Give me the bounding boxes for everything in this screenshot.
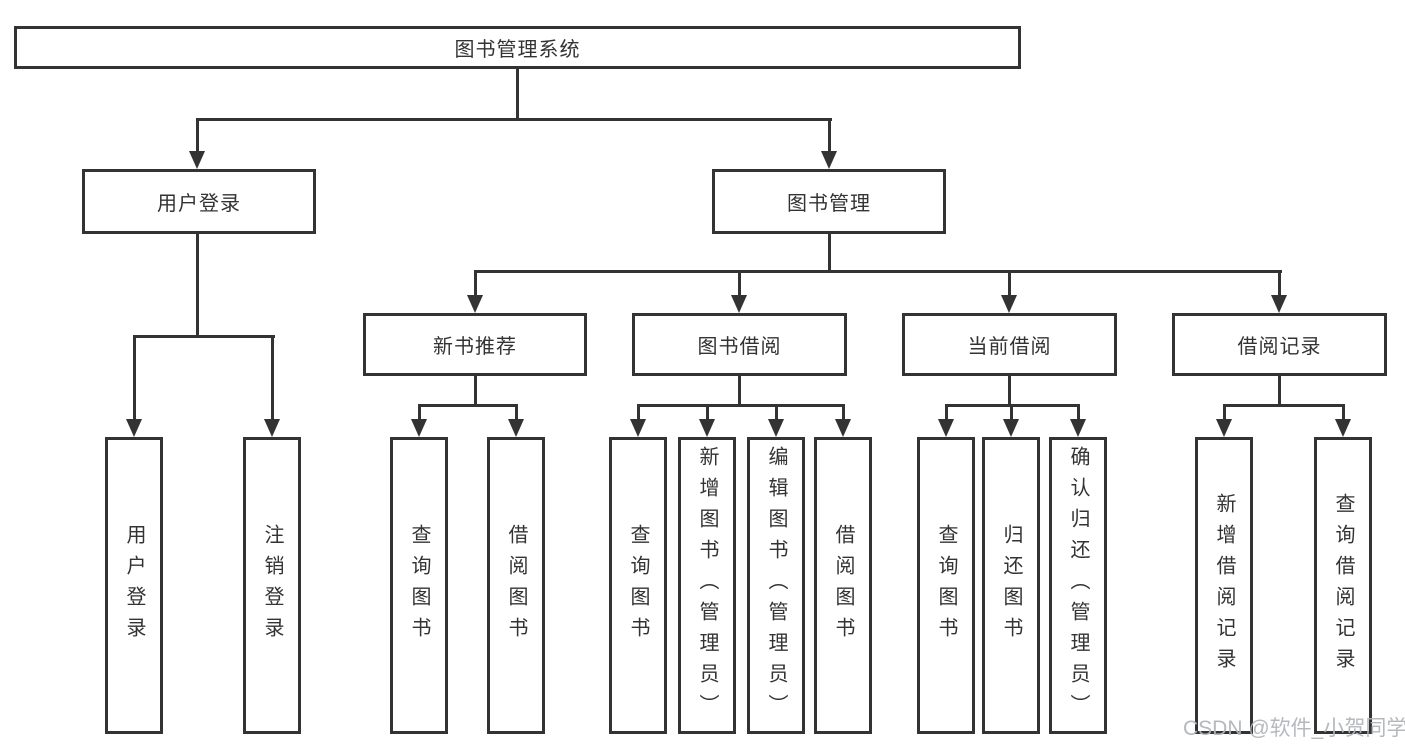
connector-leaf-drop bbox=[515, 404, 518, 422]
connector-l3-drop bbox=[1008, 270, 1011, 298]
arrowhead-down-icon bbox=[821, 151, 837, 169]
leaf-cb-query-books-label: 查询图书 bbox=[935, 523, 957, 648]
connector-book-mgmt-drop bbox=[828, 118, 831, 153]
node-user-login-label: 用户登录 bbox=[157, 193, 241, 215]
node-current-borrowing: 当前借阅 bbox=[902, 313, 1117, 376]
arrowhead-down-icon bbox=[938, 419, 954, 437]
node-new-book-recommendation: 新书推荐 bbox=[363, 313, 587, 376]
arrowhead-down-icon bbox=[508, 419, 524, 437]
leaf-br-query-record-label: 查询借阅记录 bbox=[1332, 492, 1354, 679]
arrowhead-down-icon bbox=[467, 295, 483, 313]
arrowhead-down-icon bbox=[835, 419, 851, 437]
leaf-cb-query-books: 查询图书 bbox=[917, 437, 975, 734]
leaf-user-login: 用户登录 bbox=[105, 437, 163, 734]
arrowhead-down-icon bbox=[1271, 295, 1287, 313]
leaf-cb-confirm-return-admin: 确认归还（管理员） bbox=[1049, 437, 1107, 734]
node-book-management-label: 图书管理 bbox=[787, 193, 871, 215]
leaf-bb-add-book-admin: 新增图书（管理员） bbox=[678, 437, 736, 734]
leaf-bb-borrow-books-label: 借阅图书 bbox=[832, 523, 854, 648]
connector-bb-branch bbox=[637, 404, 845, 407]
arrowhead-down-icon bbox=[1216, 419, 1232, 437]
leaf-cb-confirm-return-admin-label: 确认归还（管理员） bbox=[1067, 446, 1089, 725]
connector-user-login-stem bbox=[196, 233, 199, 338]
leaf-bb-add-book-admin-label: 新增图书（管理员） bbox=[696, 446, 718, 725]
connector-leaf-drop bbox=[1010, 404, 1013, 422]
arrowhead-down-icon bbox=[1001, 295, 1017, 313]
connector-user-login-drop bbox=[196, 118, 199, 153]
connector-br-stem bbox=[1278, 375, 1281, 407]
arrowhead-down-icon bbox=[768, 419, 784, 437]
connector-l3-drop bbox=[738, 270, 741, 298]
leaf-bb-edit-book-admin-label: 编辑图书（管理员） bbox=[765, 446, 787, 725]
leaf-logout: 注销登录 bbox=[243, 437, 301, 734]
csdn-watermark: CSDN @软件_小贺同学 bbox=[1183, 717, 1405, 740]
connector-nbr-stem bbox=[474, 375, 477, 407]
connector-leaf-drop bbox=[775, 404, 778, 422]
leaf-bb-borrow-books: 借阅图书 bbox=[814, 437, 872, 734]
connector-leaf-drop bbox=[1077, 404, 1080, 422]
leaf-nbr-query-books: 查询图书 bbox=[390, 437, 448, 734]
leaf-cb-return-books-label: 归还图书 bbox=[1000, 523, 1022, 648]
connector-leaf-drop bbox=[637, 404, 640, 422]
connector-leaf-drop bbox=[271, 335, 274, 421]
node-root: 图书管理系统 bbox=[14, 26, 1021, 69]
connector-root-branch bbox=[196, 118, 832, 121]
connector-cb-stem bbox=[1008, 375, 1011, 407]
leaf-bb-query-books: 查询图书 bbox=[609, 437, 667, 734]
leaf-nbr-borrow-books: 借阅图书 bbox=[487, 437, 545, 734]
arrowhead-down-icon bbox=[189, 151, 205, 169]
connector-leaf-drop bbox=[842, 404, 845, 422]
arrowhead-down-icon bbox=[699, 419, 715, 437]
node-book-borrowing-label: 图书借阅 bbox=[697, 336, 782, 358]
arrowhead-down-icon bbox=[1070, 419, 1086, 437]
connector-l3-drop bbox=[1278, 270, 1281, 298]
leaf-br-query-record: 查询借阅记录 bbox=[1314, 437, 1372, 734]
connector-root-stem bbox=[516, 68, 519, 121]
node-root-label: 图书管理系统 bbox=[454, 39, 581, 61]
node-current-borrowing-label: 当前借阅 bbox=[967, 336, 1052, 358]
arrowhead-down-icon bbox=[411, 419, 427, 437]
leaf-nbr-borrow-books-label: 借阅图书 bbox=[505, 523, 527, 648]
leaf-logout-label: 注销登录 bbox=[261, 523, 283, 648]
leaf-br-add-record: 新增借阅记录 bbox=[1195, 437, 1253, 734]
node-user-login: 用户登录 bbox=[82, 169, 316, 234]
leaf-bb-edit-book-admin: 编辑图书（管理员） bbox=[747, 437, 805, 734]
arrowhead-down-icon bbox=[731, 295, 747, 313]
leaf-nbr-query-books-label: 查询图书 bbox=[408, 523, 430, 648]
arrowhead-down-icon bbox=[264, 419, 280, 437]
leaf-bb-query-books-label: 查询图书 bbox=[627, 523, 649, 648]
connector-leaf-drop bbox=[706, 404, 709, 422]
connector-book-mgmt-stem bbox=[828, 233, 831, 273]
node-borrowing-records-label: 借阅记录 bbox=[1237, 336, 1322, 358]
connector-leaf-drop bbox=[1223, 404, 1226, 422]
node-book-management: 图书管理 bbox=[712, 169, 946, 234]
connector-l3-drop bbox=[474, 270, 477, 298]
arrowhead-down-icon bbox=[630, 419, 646, 437]
arrowhead-down-icon bbox=[1335, 419, 1351, 437]
connector-bb-stem bbox=[738, 375, 741, 407]
connector-user-login-branch bbox=[133, 335, 275, 338]
arrowhead-down-icon bbox=[126, 419, 142, 437]
connector-br-branch bbox=[1223, 404, 1345, 407]
leaf-user-login-label: 用户登录 bbox=[123, 523, 145, 648]
node-book-borrowing: 图书借阅 bbox=[632, 313, 847, 376]
connector-leaf-drop bbox=[418, 404, 421, 422]
connector-nbr-branch bbox=[418, 404, 518, 407]
node-borrowing-records: 借阅记录 bbox=[1172, 313, 1387, 376]
connector-book-mgmt-branch bbox=[474, 270, 1282, 273]
leaf-br-add-record-label: 新增借阅记录 bbox=[1213, 492, 1235, 679]
connector-leaf-drop bbox=[133, 335, 136, 421]
leaf-cb-return-books: 归还图书 bbox=[982, 437, 1040, 734]
node-new-book-recommendation-label: 新书推荐 bbox=[433, 336, 517, 358]
arrowhead-down-icon bbox=[1003, 419, 1019, 437]
connector-leaf-drop bbox=[1342, 404, 1345, 422]
connector-leaf-drop bbox=[945, 404, 948, 422]
